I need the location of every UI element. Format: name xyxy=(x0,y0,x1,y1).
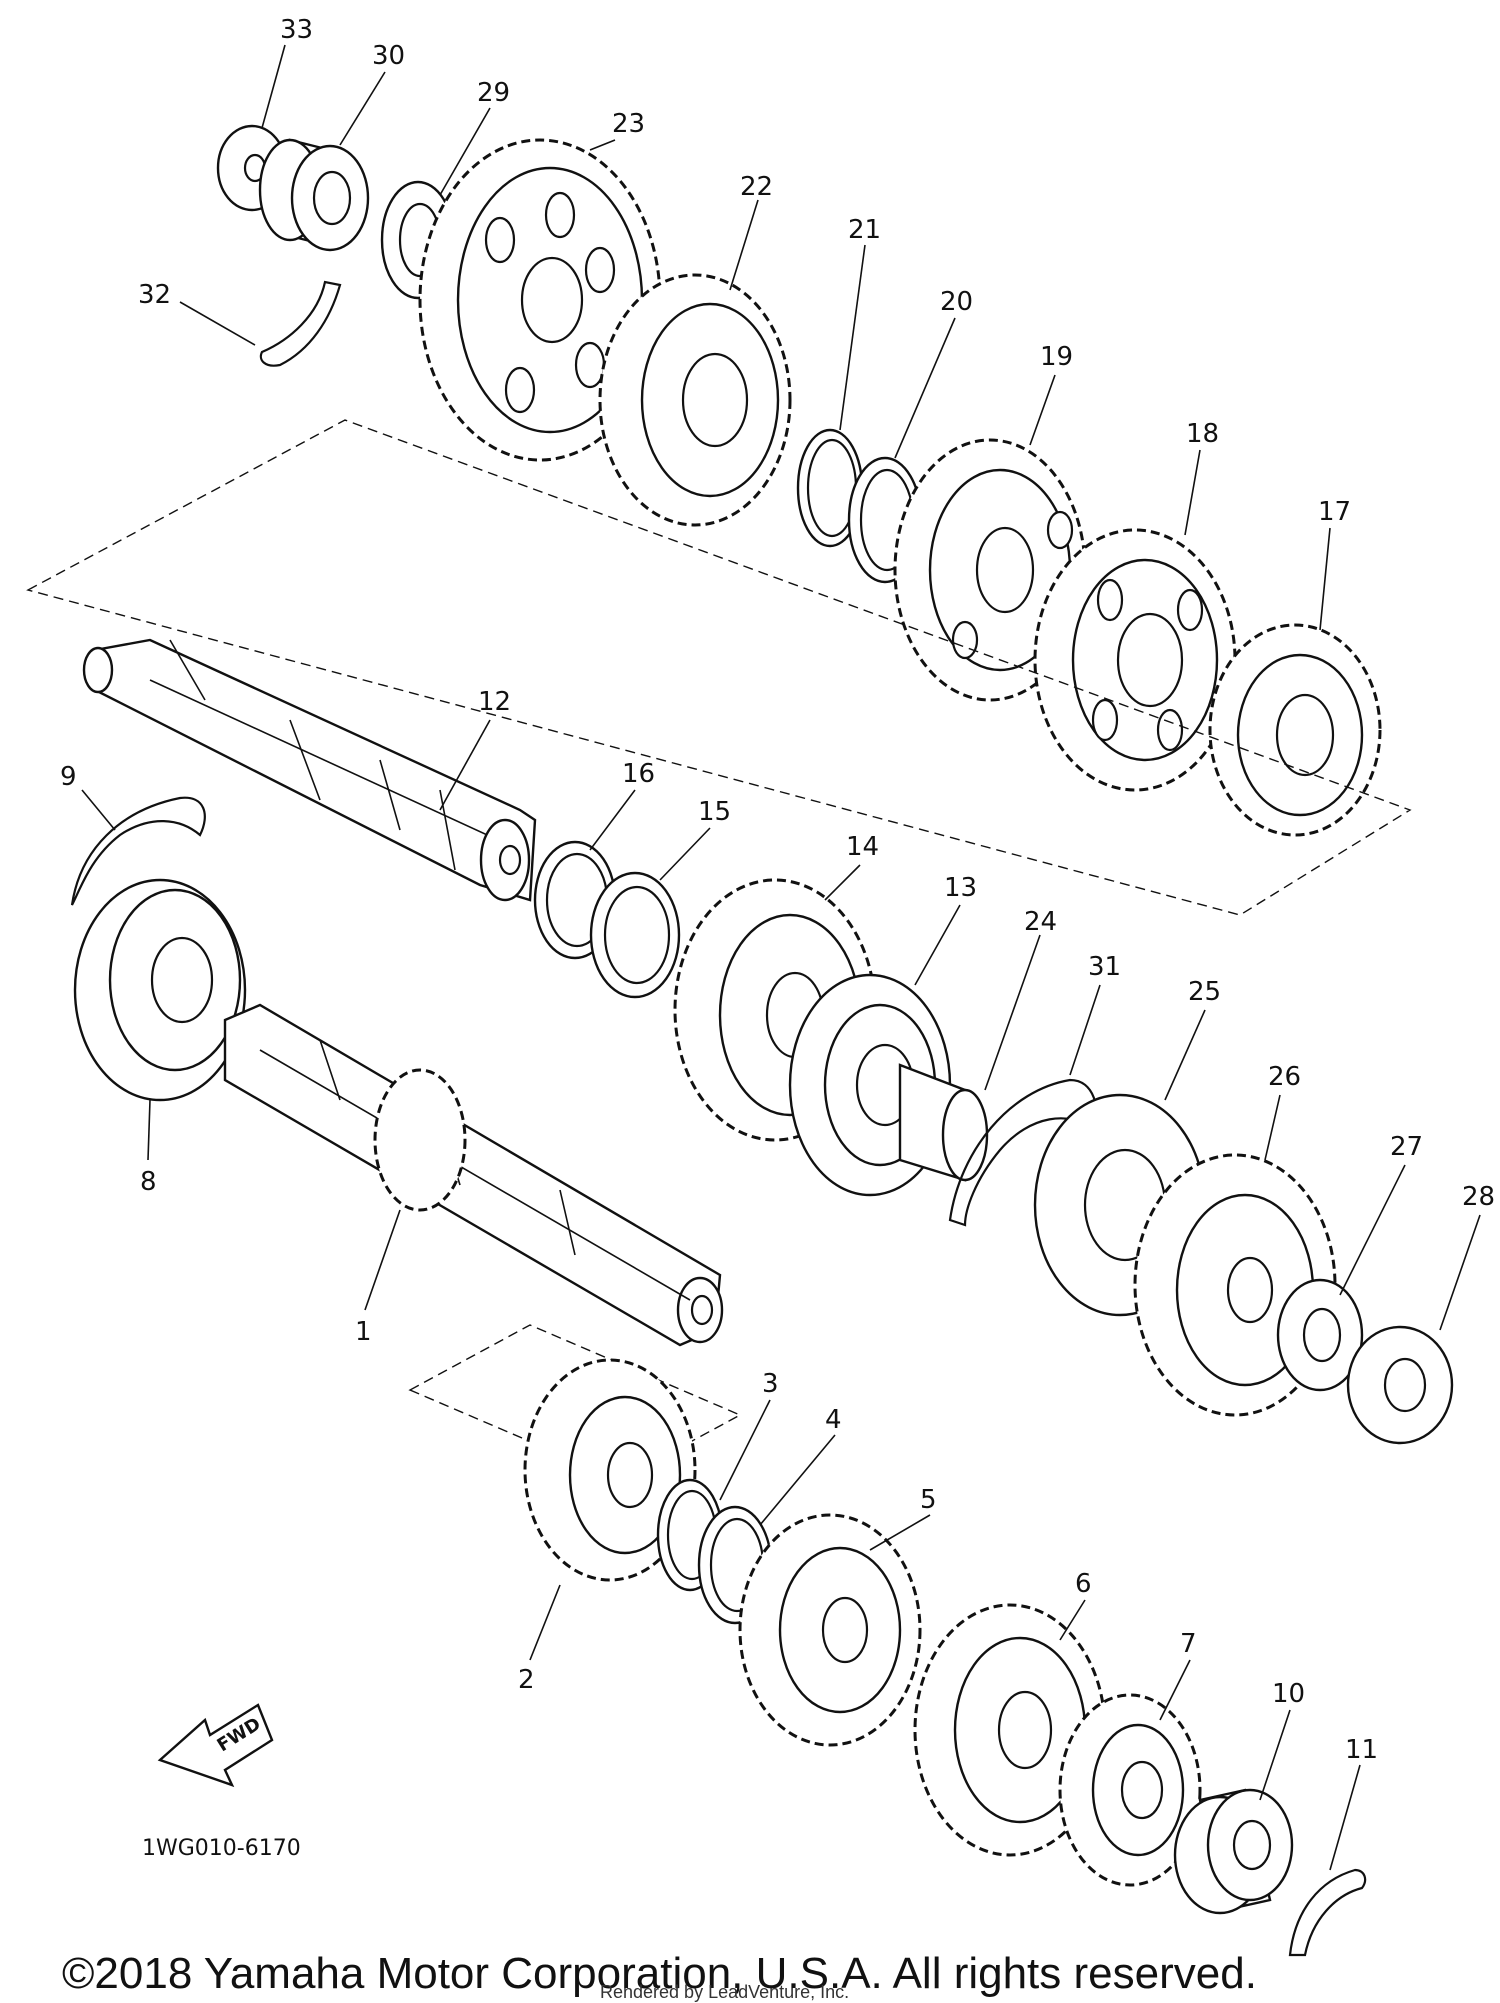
part-30-bearing xyxy=(258,138,370,252)
label-25: 25 xyxy=(1188,977,1221,1007)
label-29: 29 xyxy=(477,78,510,108)
part-2-gear xyxy=(523,1358,697,1582)
label-30: 30 xyxy=(372,41,405,71)
part-11-circlip xyxy=(1288,1868,1367,1957)
label-3: 3 xyxy=(762,1369,779,1399)
part-24-collar xyxy=(898,1063,989,1182)
label-16: 16 xyxy=(622,759,655,789)
forward-arrow-icon: FWD xyxy=(157,1703,274,1788)
render-credit: Rendered by LeadVenture, Inc. xyxy=(600,1982,849,2002)
part-8-bearing xyxy=(73,878,247,1102)
part-12-main-axle xyxy=(82,638,537,902)
label-7: 7 xyxy=(1180,1629,1197,1659)
label-18: 18 xyxy=(1186,419,1219,449)
label-8: 8 xyxy=(140,1167,157,1197)
label-17: 17 xyxy=(1318,497,1351,527)
part-21-circlip xyxy=(796,428,864,548)
part-9-circlip xyxy=(70,796,206,906)
label-28: 28 xyxy=(1462,1182,1495,1212)
diagram-code: 1WG010-6170 xyxy=(142,1836,301,1861)
label-21: 21 xyxy=(848,215,881,245)
part-19-gear xyxy=(893,438,1087,702)
label-1: 1 xyxy=(355,1317,372,1347)
label-14: 14 xyxy=(846,832,879,862)
label-32: 32 xyxy=(138,280,171,310)
label-22: 22 xyxy=(740,172,773,202)
part-15-washer xyxy=(589,871,681,999)
label-20: 20 xyxy=(940,287,973,317)
part-1-drive-axle xyxy=(223,1003,724,1347)
part-6-gear xyxy=(913,1603,1107,1857)
part-22-gear xyxy=(598,273,792,527)
part-17-gear xyxy=(1208,623,1382,837)
label-26: 26 xyxy=(1268,1062,1301,1092)
part-18-gear xyxy=(1033,528,1237,792)
label-13: 13 xyxy=(944,873,977,903)
upper-gear-group xyxy=(26,124,1412,916)
label-5: 5 xyxy=(920,1485,937,1515)
part-27-lock-washer xyxy=(1276,1278,1364,1392)
part-32-circlip xyxy=(259,280,342,367)
part-7-gear xyxy=(1058,1693,1202,1887)
label-27: 27 xyxy=(1390,1132,1423,1162)
part-number-labels: 33 30 29 23 22 21 20 19 18 17 32 12 16 1… xyxy=(60,15,1495,1765)
label-11: 11 xyxy=(1345,1735,1378,1765)
label-15: 15 xyxy=(698,797,731,827)
label-31: 31 xyxy=(1088,952,1121,982)
part-5-gear xyxy=(738,1513,922,1747)
label-9: 9 xyxy=(60,762,77,792)
leader-lines xyxy=(81,44,1481,1871)
label-23: 23 xyxy=(612,109,645,139)
copyright-notice: ©2018 Yamaha Motor Corporation, U.S.A. A… xyxy=(62,1949,1257,1998)
label-2: 2 xyxy=(518,1665,535,1695)
label-10: 10 xyxy=(1272,1679,1305,1709)
label-33: 33 xyxy=(280,15,313,45)
label-12: 12 xyxy=(478,687,511,717)
label-19: 19 xyxy=(1040,342,1073,372)
label-6: 6 xyxy=(1075,1569,1092,1599)
part-10-bearing xyxy=(1173,1788,1294,1915)
label-4: 4 xyxy=(825,1405,842,1435)
part-28-nut xyxy=(1346,1325,1454,1445)
label-24: 24 xyxy=(1024,907,1057,937)
